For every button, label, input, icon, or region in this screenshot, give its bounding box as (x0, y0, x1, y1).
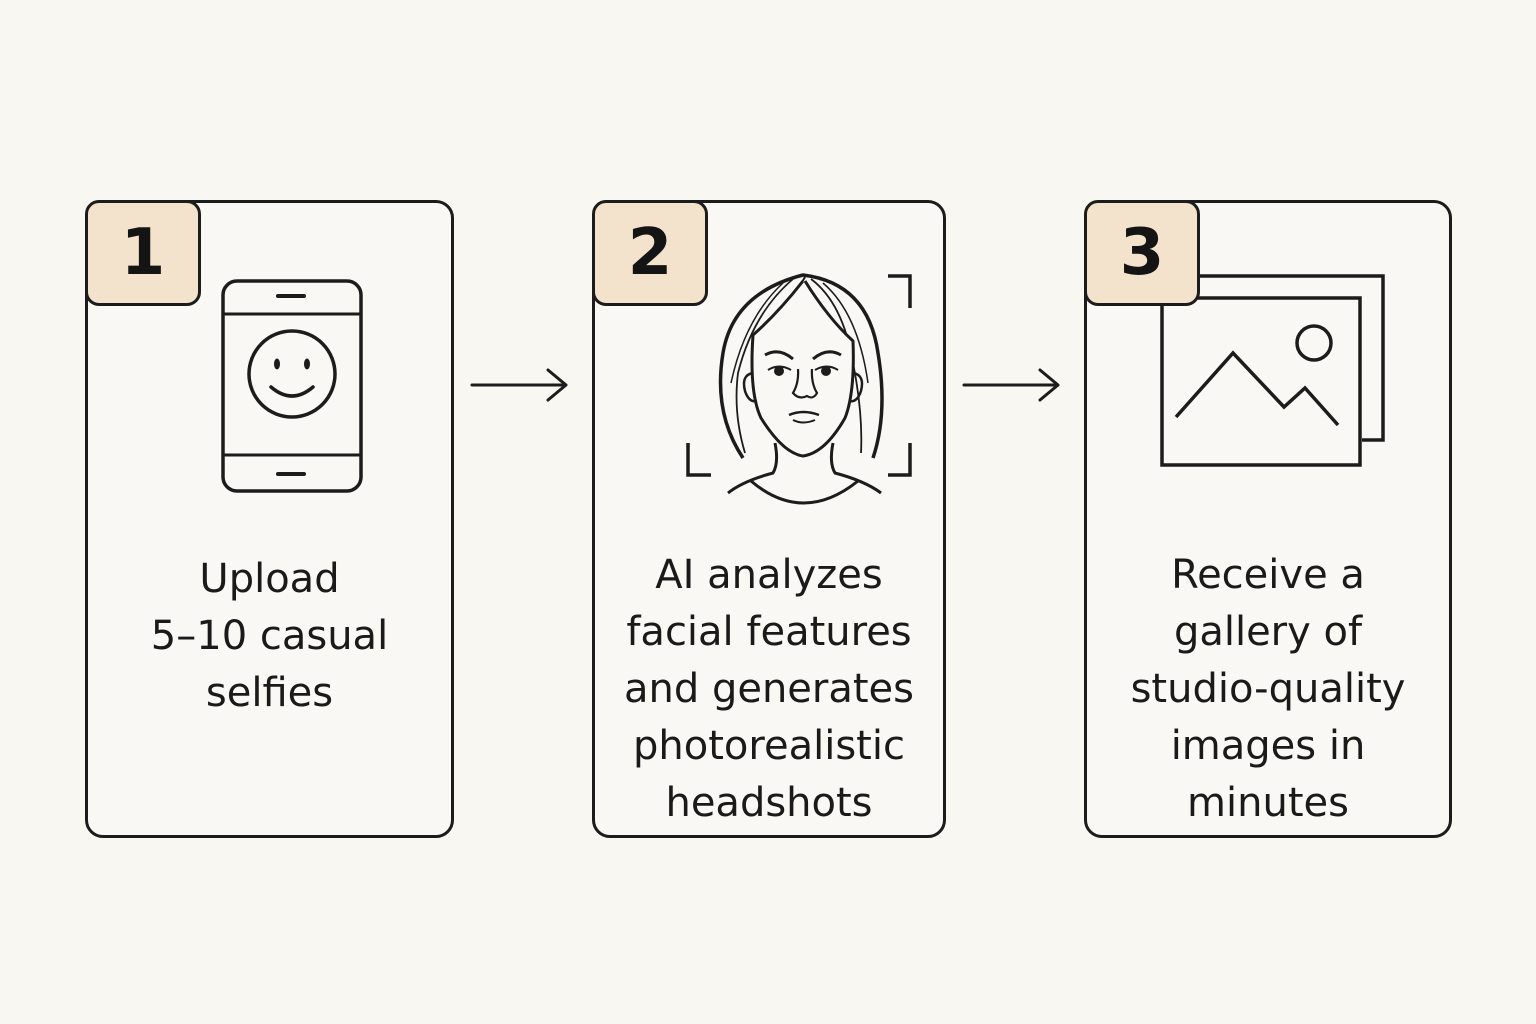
step-description-line: and generates (623, 666, 915, 712)
step-description: Upload 5–10 casual selfies (88, 551, 451, 722)
arrow-right-icon (962, 368, 1060, 402)
step-description-line: studio-quality (1130, 666, 1406, 712)
step-description-line: Upload (199, 556, 340, 602)
step-number-badge: 1 (85, 200, 201, 306)
step-description-line: gallery of (1173, 609, 1363, 655)
step-description: AI analyzes facial features and generate… (595, 547, 943, 832)
step-number-badge: 3 (1084, 200, 1200, 306)
step-description-line: 5–10 casual (150, 613, 389, 659)
step-description-line: Receive a (1171, 552, 1365, 598)
face-scan-icon (686, 273, 912, 505)
arrow-right-icon (470, 368, 568, 402)
step-description-line: facial features (626, 609, 912, 655)
step-description-line: headshots (665, 780, 873, 826)
step-description-line: AI analyzes (655, 552, 883, 598)
image-gallery-icon (1160, 274, 1385, 467)
step-card-2: 2 AI analyzes (592, 200, 946, 838)
step-card-1: 1 Upload 5–10 casual selfies (85, 200, 454, 838)
smartphone-smiley-icon (221, 279, 363, 493)
step-number-badge: 2 (592, 200, 708, 306)
step-card-3: 3 Receive a gallery of studio-quality im… (1084, 200, 1452, 838)
step-description: Receive a gallery of studio-quality imag… (1087, 547, 1449, 832)
step-description-line: minutes (1187, 780, 1349, 826)
step-description-line: photorealistic (633, 723, 905, 769)
step-description-line: images in (1170, 723, 1366, 769)
step-description-line: selfies (205, 670, 334, 716)
